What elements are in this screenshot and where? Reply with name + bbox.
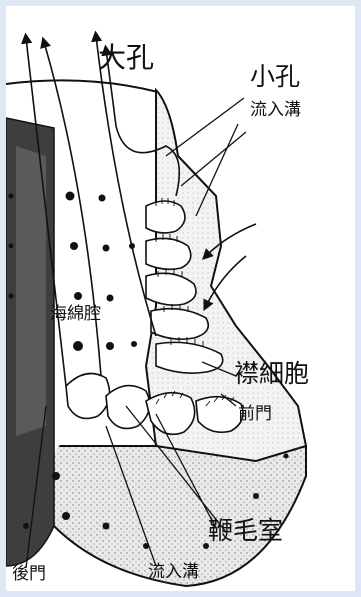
sponge-diagram (6, 6, 355, 591)
label-spongocoel: 海綿腔 (50, 306, 101, 323)
label-ostium: 小孔 (250, 64, 300, 89)
label-incurrent-canal-bottom: 流入溝 (148, 564, 199, 581)
label-apopyle: 後門 (12, 566, 46, 583)
label-incurrent-canal-top: 流入溝 (250, 102, 301, 119)
diagram-panel: 大孔 小孔 流入溝 海綿腔 襟細胞 前門 鞭毛室 流入溝 後門 (6, 6, 355, 591)
label-choanocyte: 襟細胞 (234, 361, 309, 386)
label-osculum: 大孔 (98, 44, 154, 72)
label-prosopyle: 前門 (238, 406, 272, 423)
label-flagellated-chamber: 鞭毛室 (208, 518, 283, 543)
